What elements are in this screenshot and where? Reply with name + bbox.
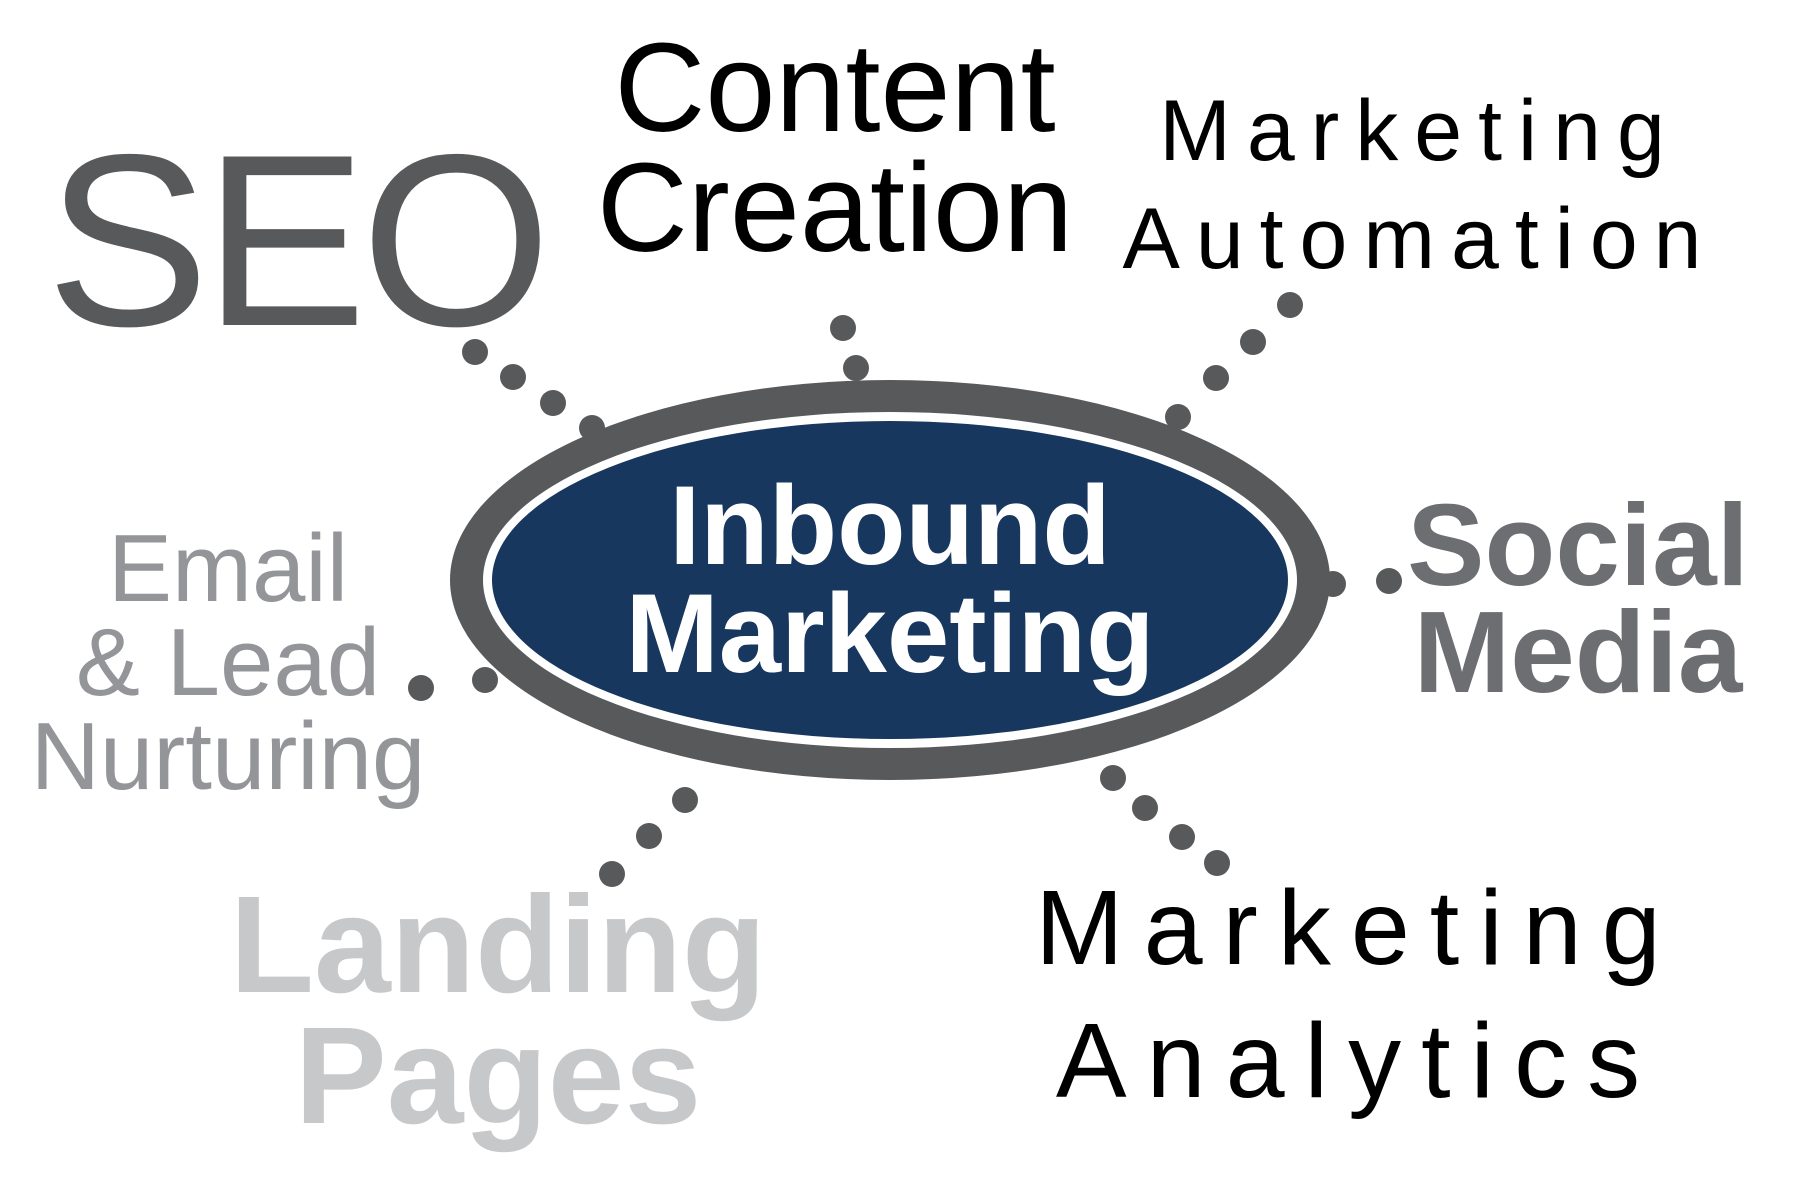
node-social-media-line1: Social [1407, 480, 1749, 610]
center-label: Inbound Marketing [625, 463, 1155, 696]
node-email-line1: Email [107, 515, 349, 622]
connector-dot-seo [462, 339, 488, 365]
connector-dot-content-creation [843, 355, 869, 381]
node-content-creation-line2: Creation [596, 136, 1074, 278]
node-marketing-analytics-line1: Marketing [1035, 869, 1681, 987]
center-ellipse: Inbound Marketing [492, 421, 1288, 739]
center-label-line2: Marketing [625, 571, 1155, 696]
node-email-line3: Nurturing [30, 703, 426, 811]
connector-dot-social-media [1376, 568, 1402, 594]
connector-dot-seo [500, 364, 526, 390]
connector-dot-landing-pages [672, 787, 698, 813]
connector-dot-email-lead-nurturing [408, 675, 434, 701]
node-marketing-analytics-line2: Analytics [1055, 1001, 1661, 1120]
node-marketing-automation: Marketing Automation [1122, 78, 1717, 293]
connector-dot-marketing-analytics [1100, 765, 1126, 791]
connector-dot-marketing-automation [1165, 404, 1191, 430]
node-marketing-automation-line1: Marketing [1159, 83, 1681, 179]
connector-dot-marketing-automation [1240, 329, 1266, 355]
connector-dot-marketing-automation [1277, 292, 1303, 318]
connector-dot-marketing-analytics [1204, 850, 1230, 876]
node-landing-pages: Landing Pages [229, 868, 767, 1154]
node-email-lead-nurturing: Email & Lead Nurturing [30, 515, 426, 811]
node-social-media-line2: Media [1413, 586, 1743, 717]
connector-dot-marketing-analytics [1132, 795, 1158, 821]
connector-dot-landing-pages [599, 861, 625, 887]
center-ellipse-white-band: Inbound Marketing [483, 412, 1297, 748]
node-content-creation: Content Creation [596, 17, 1074, 278]
connector-dot-marketing-automation [1203, 365, 1229, 391]
node-social-media: Social Media [1407, 480, 1749, 717]
node-landing-pages-line1: Landing [229, 868, 767, 1022]
node-content-creation-line1: Content [614, 17, 1056, 158]
node-marketing-automation-line2: Automation [1122, 190, 1718, 287]
node-seo: SEO [46, 103, 551, 377]
node-email-line2: & Lead [75, 609, 381, 717]
node-landing-pages-line2: Pages [294, 999, 702, 1154]
connector-dot-email-lead-nurturing [472, 667, 498, 693]
connector-dot-seo [540, 390, 566, 416]
center-ellipse-ring: Inbound Marketing [450, 380, 1330, 780]
connector-dot-content-creation [830, 315, 856, 341]
center-label-line1: Inbound [669, 463, 1111, 589]
connector-dot-marketing-analytics [1169, 824, 1195, 850]
node-marketing-analytics: Marketing Analytics [1035, 862, 1680, 1127]
connector-dot-social-media [1320, 571, 1346, 597]
connector-dot-seo [579, 415, 605, 441]
connector-dot-landing-pages [636, 823, 662, 849]
